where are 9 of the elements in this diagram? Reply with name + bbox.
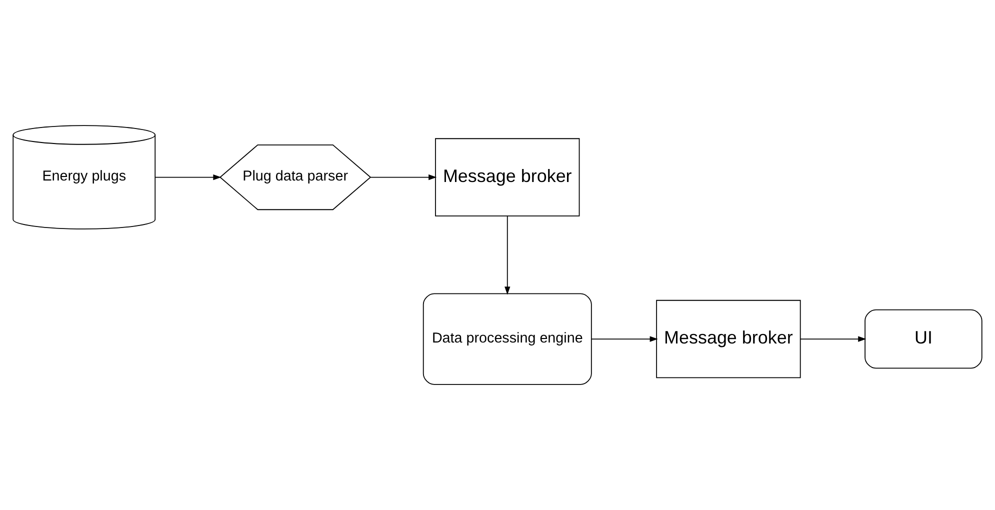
arrow	[504, 216, 510, 295]
node-box: Message broker	[435, 138, 580, 216]
arrow	[370, 174, 437, 180]
node-box: UI	[864, 309, 982, 369]
arrow	[155, 174, 222, 180]
node-box: Message broker	[656, 300, 801, 378]
arrow	[591, 336, 658, 342]
arrow	[800, 336, 866, 342]
node-box: Data processing engine	[422, 293, 592, 385]
